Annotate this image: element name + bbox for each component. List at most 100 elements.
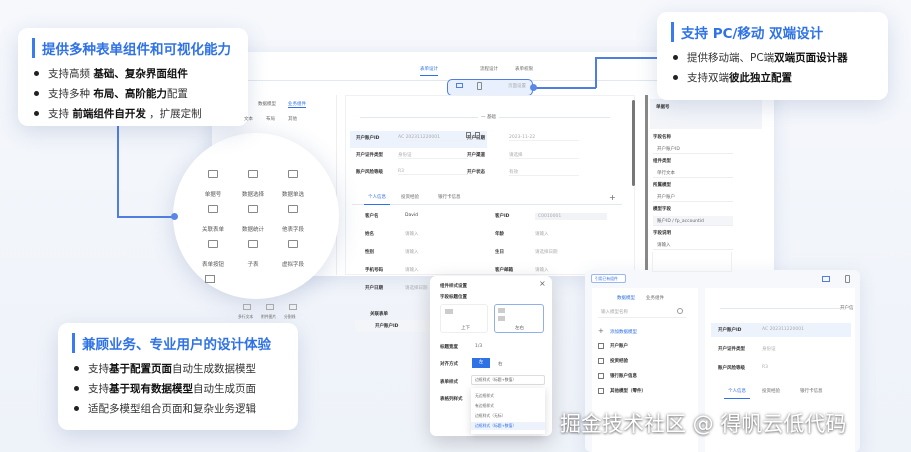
palette-subtab[interactable]: 布局 <box>266 117 275 122</box>
magnified-component[interactable]: 关联表单 <box>193 205 233 235</box>
field-value[interactable]: 请输入 <box>535 268 549 273</box>
field-value[interactable]: 请选择 <box>509 152 579 159</box>
add-icon[interactable]: + <box>598 327 604 335</box>
reference-button[interactable]: 引用已有组件 <box>591 274 626 283</box>
field-value[interactable]: 有效 <box>509 169 579 176</box>
mobile-icon[interactable] <box>477 82 482 90</box>
bullet-text: 自动生成数据模型 <box>172 363 256 375</box>
field-value[interactable]: 请输入 <box>405 232 419 237</box>
tab-0[interactable]: 表单设计 <box>420 66 438 76</box>
inner-tab[interactable]: 银行卡信息 <box>800 389 823 394</box>
field-value[interactable]: R3 <box>762 365 768 370</box>
align-left-button[interactable]: 左 <box>472 358 490 368</box>
connector-dot <box>171 213 178 220</box>
callout-title: 支持 PC/移动 双端设计 <box>671 22 874 42</box>
field-value[interactable]: 2023-11-22 <box>509 135 579 141</box>
field-value[interactable]: 请输入 <box>405 268 419 273</box>
align-right-button[interactable]: 右 <box>498 362 503 367</box>
magnified-component[interactable]: 数据统计 <box>233 205 273 235</box>
magnified-component[interactable]: 表单按钮 <box>193 240 233 270</box>
magnified-component[interactable]: 数据选择 <box>233 170 273 200</box>
mobile-icon[interactable] <box>845 275 850 283</box>
field-value[interactable]: AC 202311220001 <box>398 135 468 141</box>
close-icon[interactable]: × <box>539 279 546 288</box>
style-menu-item[interactable]: 无边框样式 <box>475 393 494 398</box>
related-form-label: 关联表单 <box>370 312 388 317</box>
inner-tab[interactable]: 投资经验 <box>401 195 419 200</box>
field-label: 开户证件类型 <box>718 347 745 352</box>
tab-1[interactable]: 流程设计 <box>480 67 498 72</box>
option-left-right[interactable]: 左右 <box>494 304 544 333</box>
field-value[interactable]: 请选择日期 <box>535 250 558 255</box>
copy-icon[interactable] <box>466 132 471 138</box>
callout-title: 提供多种表单组件和可视化能力 <box>32 38 234 58</box>
add-tab-icon[interactable]: + <box>609 193 616 202</box>
inner-tab[interactable]: 投资经验 <box>762 389 780 394</box>
w2-tab-model[interactable]: 数据模型 <box>617 296 635 301</box>
desktop-icon[interactable] <box>822 276 830 282</box>
palette-component[interactable]: 附件图片 <box>261 314 277 319</box>
magnified-component[interactable]: 单据号 <box>193 170 233 200</box>
style-menu-item[interactable]: 边框样式（无标） <box>475 413 506 418</box>
palette-tab-model[interactable]: 数据模型 <box>258 102 276 107</box>
palette-component[interactable]: 多行文本 <box>238 314 254 319</box>
style-label: 表单样式 <box>440 380 458 385</box>
device-toggle[interactable]: 页面设置 <box>447 79 533 96</box>
field-value[interactable]: AC 202311220001 <box>762 327 804 332</box>
desktop-icon[interactable] <box>456 83 463 88</box>
magnified-component[interactable]: 数据单选 <box>273 170 313 200</box>
canvas-scrollbar[interactable] <box>632 100 635 186</box>
inner-tab[interactable]: 银行卡信息 <box>438 195 461 200</box>
bullet-text: 支持高频 <box>48 68 94 80</box>
field-value[interactable]: C0010001 <box>535 213 607 220</box>
style-select[interactable]: 边框样式（标题+数值） <box>471 375 545 385</box>
model-icon <box>598 343 604 349</box>
option-top-bottom[interactable]: 上下 <box>440 304 488 333</box>
property-textarea[interactable] <box>652 252 732 272</box>
connector-line <box>595 57 597 88</box>
model-item[interactable]: 银行账户信息 <box>610 374 637 379</box>
property-label: 字段说明 <box>653 231 671 236</box>
property-value[interactable]: 单行文本 <box>653 168 733 178</box>
style-menu-item[interactable]: 边框样式（标题+数值） <box>471 422 545 430</box>
bullet-emphasis: 双端页面设计器 <box>774 52 848 64</box>
field-value[interactable]: 请输入 <box>405 250 419 255</box>
property-value[interactable]: 请输入 <box>653 240 733 250</box>
magnified-component[interactable]: 他表字段 <box>273 205 313 235</box>
inner-tab[interactable]: 个人信息 <box>724 388 750 399</box>
model-search[interactable]: 输入模型名称 <box>598 308 686 318</box>
selected-field[interactable] <box>350 131 487 148</box>
palette-tab-business[interactable]: 业务组件 <box>288 102 306 108</box>
magnified-component[interactable]: 子表 <box>233 240 273 270</box>
w2-tab-business[interactable]: 业务组件 <box>646 296 664 301</box>
add-model-link[interactable]: 添加数据模型 <box>610 330 637 335</box>
property-value[interactable]: 开户账户ID <box>653 144 733 154</box>
field-label: 开户账户ID <box>356 136 380 141</box>
field-value[interactable]: 请选择日期 <box>405 286 428 291</box>
related-row[interactable]: 开户账户ID <box>375 324 399 329</box>
property-value[interactable]: 账户ID / fp_accountid <box>653 216 733 226</box>
field-label: 开户渠道 <box>467 153 485 158</box>
inner-tab[interactable]: 个人信息 <box>364 194 390 205</box>
page-settings[interactable]: 页面设置 <box>508 84 526 89</box>
delete-icon[interactable] <box>475 132 480 138</box>
magnified-component[interactable]: 虚拟字段 <box>273 240 313 270</box>
field-value[interactable]: David <box>405 213 418 218</box>
palette-subtab[interactable]: 其他 <box>288 117 297 122</box>
tab-2[interactable]: 表单权限 <box>515 67 533 72</box>
field-value[interactable]: 请输入 <box>535 232 549 237</box>
component-label: 关联表单 <box>201 227 224 233</box>
title-width-input[interactable]: 1/3 <box>475 344 483 349</box>
palette-subtab[interactable]: 文本 <box>244 117 253 122</box>
callout-bullet: 支持双端彼此独立配置 <box>673 70 874 85</box>
component-label: 虚拟字段 <box>281 262 304 268</box>
model-item[interactable]: 其他模型（零件） <box>610 389 646 394</box>
style-menu-item[interactable]: 有边框样式 <box>475 403 494 408</box>
field-value[interactable]: 身份证 <box>398 152 468 159</box>
model-item[interactable]: 投资经验 <box>610 359 628 364</box>
palette-component[interactable]: 分割线 <box>284 314 296 319</box>
model-item[interactable]: 开户账户 <box>610 344 628 349</box>
field-value[interactable]: R3 <box>398 169 468 175</box>
field-value[interactable]: 身份证 <box>762 347 776 352</box>
property-value[interactable]: 开户账户 <box>653 192 733 202</box>
